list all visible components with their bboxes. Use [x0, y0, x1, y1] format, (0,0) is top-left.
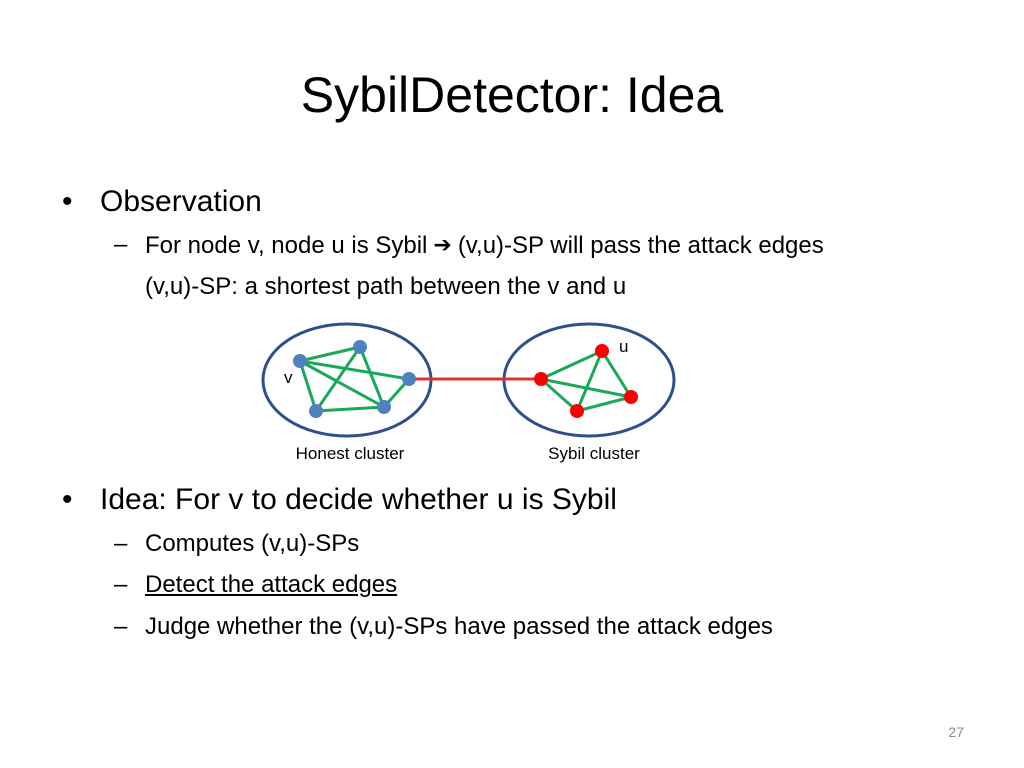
- sybil-edge: [600, 350, 633, 398]
- idea-section: • Idea: For v to decide whether u is Syb…: [62, 482, 992, 642]
- sybil-edge: [576, 395, 632, 413]
- sybil-node: [534, 372, 548, 386]
- honest-edge: [314, 346, 362, 412]
- observation-sub-text-after-arrow: (v,u)-SP will pass the attack edges: [457, 232, 824, 259]
- slide-title: SybilDetector: Idea: [300, 67, 724, 123]
- idea-sub-bullet: – Computes (v,u)-SPs: [62, 529, 992, 559]
- idea-item-detect: Detect the attack edges: [145, 571, 398, 598]
- idea-bullet: • Idea: For v to decide whether u is Syb…: [62, 482, 992, 518]
- observation-heading: Observation: [100, 185, 262, 218]
- honest-edge: [299, 359, 385, 409]
- idea-sub-bullet: – Judge whether the (v,u)-SPs have passe…: [62, 612, 992, 642]
- sybil-edge: [575, 350, 604, 412]
- page-number: 27: [948, 724, 964, 740]
- implies-arrow-icon: ➔: [433, 232, 452, 257]
- honest-edge: [298, 360, 318, 412]
- dash-marker: –: [114, 231, 128, 258]
- observation-section: • Observation – For node v, node u is Sy…: [62, 184, 992, 302]
- sybil-node: [624, 390, 638, 404]
- sybil-edges: [540, 349, 633, 413]
- honest-node: [309, 404, 323, 418]
- idea-sub-bullet: – Detect the attack edges: [62, 570, 992, 600]
- honest-cluster-label: Honest cluster: [296, 444, 405, 463]
- observation-sub-text-before-arrow: For node v, node u is Sybil: [145, 232, 428, 259]
- honest-edges: [298, 345, 411, 413]
- sybil-node: [570, 404, 584, 418]
- observation-sub-bullet: – For node v, node u is Sybil➔(v,u)-SP w…: [62, 230, 992, 261]
- node-u-label: u: [619, 337, 628, 356]
- idea-item-judge: Judge whether the (v,u)-SPs have passed …: [145, 613, 773, 640]
- honest-edge: [358, 346, 386, 408]
- observation-sp-definition: (v,u)-SP: a shortest path between the v …: [145, 273, 627, 300]
- dash-marker: –: [114, 613, 128, 640]
- sybil-edge: [540, 349, 603, 381]
- sybil-cluster-label: Sybil cluster: [548, 444, 640, 463]
- idea-heading: Idea: For v to decide whether u is Sybil: [100, 483, 617, 516]
- honest-edge: [299, 359, 410, 381]
- honest-node: [402, 372, 416, 386]
- node-v-label: v: [284, 368, 293, 387]
- sybil-node-u: [595, 344, 609, 358]
- bullet-marker: •: [62, 483, 73, 516]
- observation-bullet: • Observation: [62, 184, 992, 220]
- honest-node: [377, 400, 391, 414]
- dash-marker: –: [114, 530, 128, 557]
- observation-sub-continuation: (v,u)-SP: a shortest path between the v …: [62, 272, 992, 302]
- honest-node: [353, 340, 367, 354]
- idea-item-computes: Computes (v,u)-SPs: [145, 530, 360, 557]
- honest-edge: [299, 345, 361, 363]
- sybil-edge: [540, 377, 578, 413]
- dash-marker: –: [114, 571, 128, 598]
- honest-edge: [315, 405, 385, 413]
- honest-node-v: [293, 354, 307, 368]
- bullet-marker: •: [62, 185, 73, 218]
